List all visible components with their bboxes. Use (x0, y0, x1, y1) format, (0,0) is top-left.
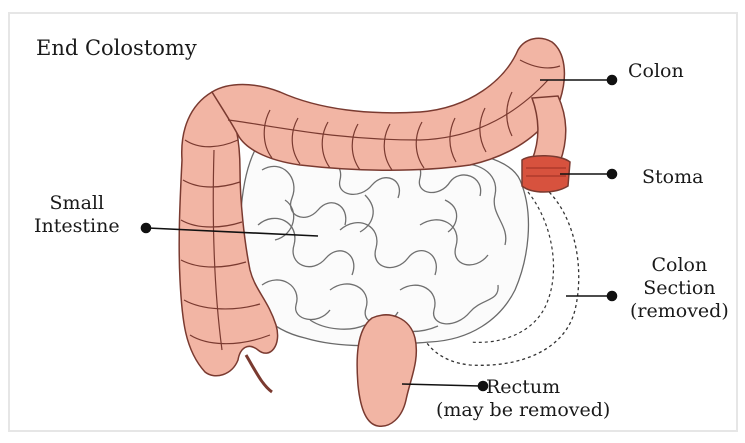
label-rectum-line1: Rectum (486, 376, 610, 399)
label-colon-section: Colon Section (removed) (630, 254, 729, 324)
label-stoma: Stoma (642, 166, 703, 189)
transverse-colon-shape (212, 38, 564, 170)
label-rectum-line2: (may be removed) (436, 399, 610, 422)
pointer-dot-colon-section (608, 292, 617, 301)
appendix (246, 355, 272, 392)
transverse-colon (212, 38, 564, 170)
pointer-dot-colon (608, 76, 617, 85)
label-rectum: Rectum (may be removed) (436, 376, 610, 422)
label-small-intestine-line1: Small (34, 192, 120, 215)
diagram-title: End Colostomy (36, 36, 197, 62)
pointer-dot-small-intestine (142, 224, 151, 233)
label-colon: Colon (628, 60, 684, 83)
pointer-dot-stoma (608, 170, 617, 179)
label-colon-section-line1: Colon (630, 254, 729, 277)
label-colon-section-line2: Section (630, 277, 729, 300)
label-small-intestine: Small Intestine (34, 192, 120, 238)
label-small-intestine-line2: Intestine (34, 215, 120, 238)
rectum (357, 315, 416, 426)
label-colon-section-line3: (removed) (630, 300, 729, 323)
